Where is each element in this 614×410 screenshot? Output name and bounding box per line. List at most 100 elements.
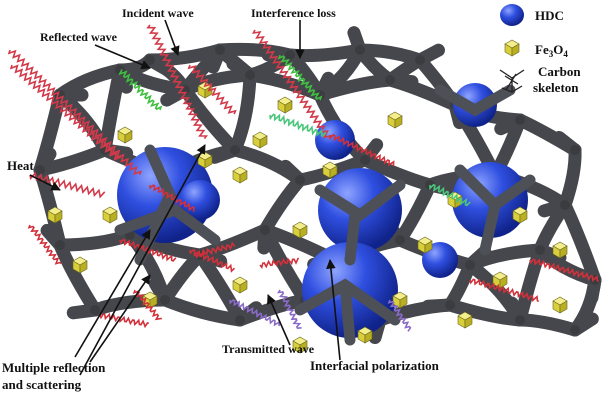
scattering-wave [469, 278, 540, 303]
fe3o4-cube [252, 131, 268, 149]
skeleton-tube [53, 238, 102, 317]
cube-right [394, 115, 403, 129]
cube-right [559, 245, 568, 259]
scattering-wave [27, 224, 62, 265]
label-reflected-wave: Reflected wave [40, 30, 118, 44]
scattering-wave [149, 184, 195, 212]
skeleton-tube [258, 173, 307, 237]
fe3o4-cube [232, 166, 248, 184]
skeleton-tube-front [344, 209, 361, 266]
cube-right [54, 210, 63, 224]
annotation-arrows [29, 19, 341, 376]
scattering-wave [99, 312, 149, 329]
fe3o4-cube [292, 336, 308, 354]
incident-wave [251, 29, 333, 140]
cube-right [364, 330, 373, 344]
scattering-wave [529, 258, 600, 283]
label-multiple-reflection-2: and scattering [2, 377, 82, 392]
skeleton-joint [55, 240, 65, 250]
fe3o4-cube [102, 206, 118, 224]
skeleton-tube [228, 68, 257, 157]
cube-right [464, 315, 473, 329]
skeleton-joint [260, 225, 270, 235]
skeleton-tube [158, 293, 247, 327]
skeleton-joint [315, 90, 325, 100]
skeleton-joint [515, 115, 525, 125]
yellow-cube-icon [504, 39, 520, 57]
skeleton-joint [465, 260, 475, 270]
annotation-arrow [79, 144, 206, 376]
legend-item-fe3o4: Fe3O4 [504, 39, 568, 59]
cube-right [559, 300, 568, 314]
fe3o4-cube [392, 291, 408, 309]
incident-wave [7, 49, 142, 176]
skeleton-joint [215, 45, 225, 55]
skeleton-tube-front [479, 199, 501, 256]
legend-label-carbon: Carbon [538, 64, 581, 79]
skeleton-joint [535, 245, 545, 255]
cube-right [299, 340, 308, 354]
fe3o4-cube [117, 126, 133, 144]
legend-item-hdc: HDC [500, 4, 564, 26]
cube-right [284, 100, 293, 114]
fe3o4-cube [417, 236, 433, 254]
cube-right [499, 275, 508, 289]
fe3o4-cube [552, 241, 568, 259]
annotation-arrow [94, 44, 151, 70]
carbon-network-icon [499, 69, 525, 93]
legend-item-carbon-skeleton: Carbon skeleton [499, 64, 581, 95]
cube-right [204, 155, 213, 169]
skeleton-joint [235, 315, 245, 325]
skeleton-joint [295, 175, 305, 185]
skeleton-joint [90, 305, 100, 315]
incident-wave [146, 24, 208, 140]
transmitted-wave [229, 299, 281, 327]
cube-right [239, 170, 248, 184]
fe3o4-particles [47, 81, 568, 354]
skeleton-tube [53, 228, 137, 252]
skeleton-joint [445, 300, 455, 310]
skeleton-tube-front [434, 84, 516, 117]
skeleton-tube-front [339, 279, 356, 346]
skeleton-tube [393, 178, 437, 247]
annotation-arrow [89, 274, 151, 363]
cube-right [519, 210, 528, 224]
legend-label-skeleton: skeleton [533, 80, 579, 95]
skeleton-joint [230, 145, 240, 155]
reflected-wave [118, 69, 163, 111]
skeleton-joint [245, 70, 255, 80]
cube-right [124, 130, 133, 144]
skeleton-joint [560, 200, 570, 210]
reflected-wave [277, 54, 323, 101]
annotation-arrow [267, 294, 291, 346]
skeleton-joint [515, 315, 525, 325]
cube-right [424, 240, 433, 254]
cube-right [109, 210, 118, 224]
annotation-arrow [326, 259, 341, 361]
cube-right [399, 295, 408, 309]
fe3o4-cube [277, 96, 293, 114]
legend: HDC Fe3O4 Carbon skeleton [499, 4, 581, 95]
label-interfacial-polarization: Interfacial polarization [310, 358, 440, 373]
fe3o4-cube [142, 291, 158, 309]
scattering-wave [259, 257, 300, 269]
transmitted-wave [276, 289, 302, 330]
skeleton-joint [145, 55, 155, 65]
cube-right [239, 280, 248, 294]
transmitted-wave [387, 299, 412, 332]
blue-sphere-icon [500, 4, 524, 26]
scattering-wave [194, 241, 236, 259]
skeleton-tube [558, 198, 602, 287]
fe3o4-cube [387, 111, 403, 129]
scattering-wave [329, 133, 395, 167]
interference-wave [429, 183, 471, 207]
annotation-arrow [74, 229, 151, 358]
fe3o4-cube [492, 271, 508, 289]
cube-right [299, 225, 308, 239]
skeleton-joint [570, 145, 580, 155]
cube-right [329, 165, 338, 179]
skeleton-tube [513, 313, 582, 337]
label-transmitted-wave: Transmitted wave [222, 342, 315, 356]
